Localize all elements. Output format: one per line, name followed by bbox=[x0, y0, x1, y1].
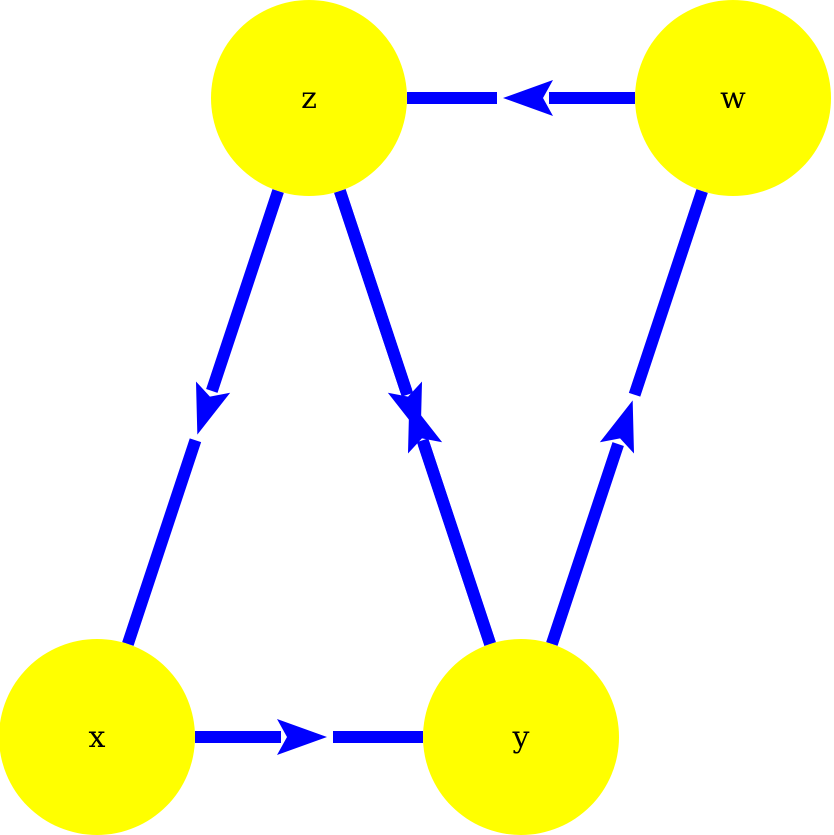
edge-y-to-w bbox=[546, 189, 708, 646]
arrowhead-icon bbox=[599, 400, 635, 454]
node-circle bbox=[635, 0, 831, 196]
node-w: w bbox=[635, 0, 831, 196]
node-circle bbox=[423, 639, 619, 835]
node-label: w bbox=[720, 81, 746, 116]
node-circle bbox=[211, 0, 407, 196]
node-circle bbox=[0, 639, 195, 835]
arrowhead-icon bbox=[277, 719, 327, 755]
node-x: x bbox=[0, 639, 195, 835]
edges-layer bbox=[122, 80, 708, 755]
arrowhead-icon bbox=[503, 80, 553, 116]
edge-x-to-y bbox=[195, 719, 423, 755]
node-y: y bbox=[423, 639, 619, 835]
edge-line bbox=[546, 442, 624, 646]
edge-z-to-x bbox=[122, 189, 284, 646]
edge-y-to-z bbox=[334, 189, 496, 646]
edge-w-to-z bbox=[407, 80, 635, 116]
edge-line bbox=[334, 189, 414, 397]
node-label: x bbox=[89, 720, 106, 755]
node-label: y bbox=[512, 720, 530, 755]
edge-line bbox=[206, 189, 284, 393]
arrowhead-icon bbox=[195, 381, 231, 435]
node-z: z bbox=[211, 0, 407, 196]
edge-line bbox=[122, 438, 202, 646]
edge-line bbox=[628, 189, 708, 397]
arrowhead-icon bbox=[407, 400, 443, 454]
node-label: z bbox=[301, 81, 317, 116]
edge-line bbox=[418, 442, 496, 646]
